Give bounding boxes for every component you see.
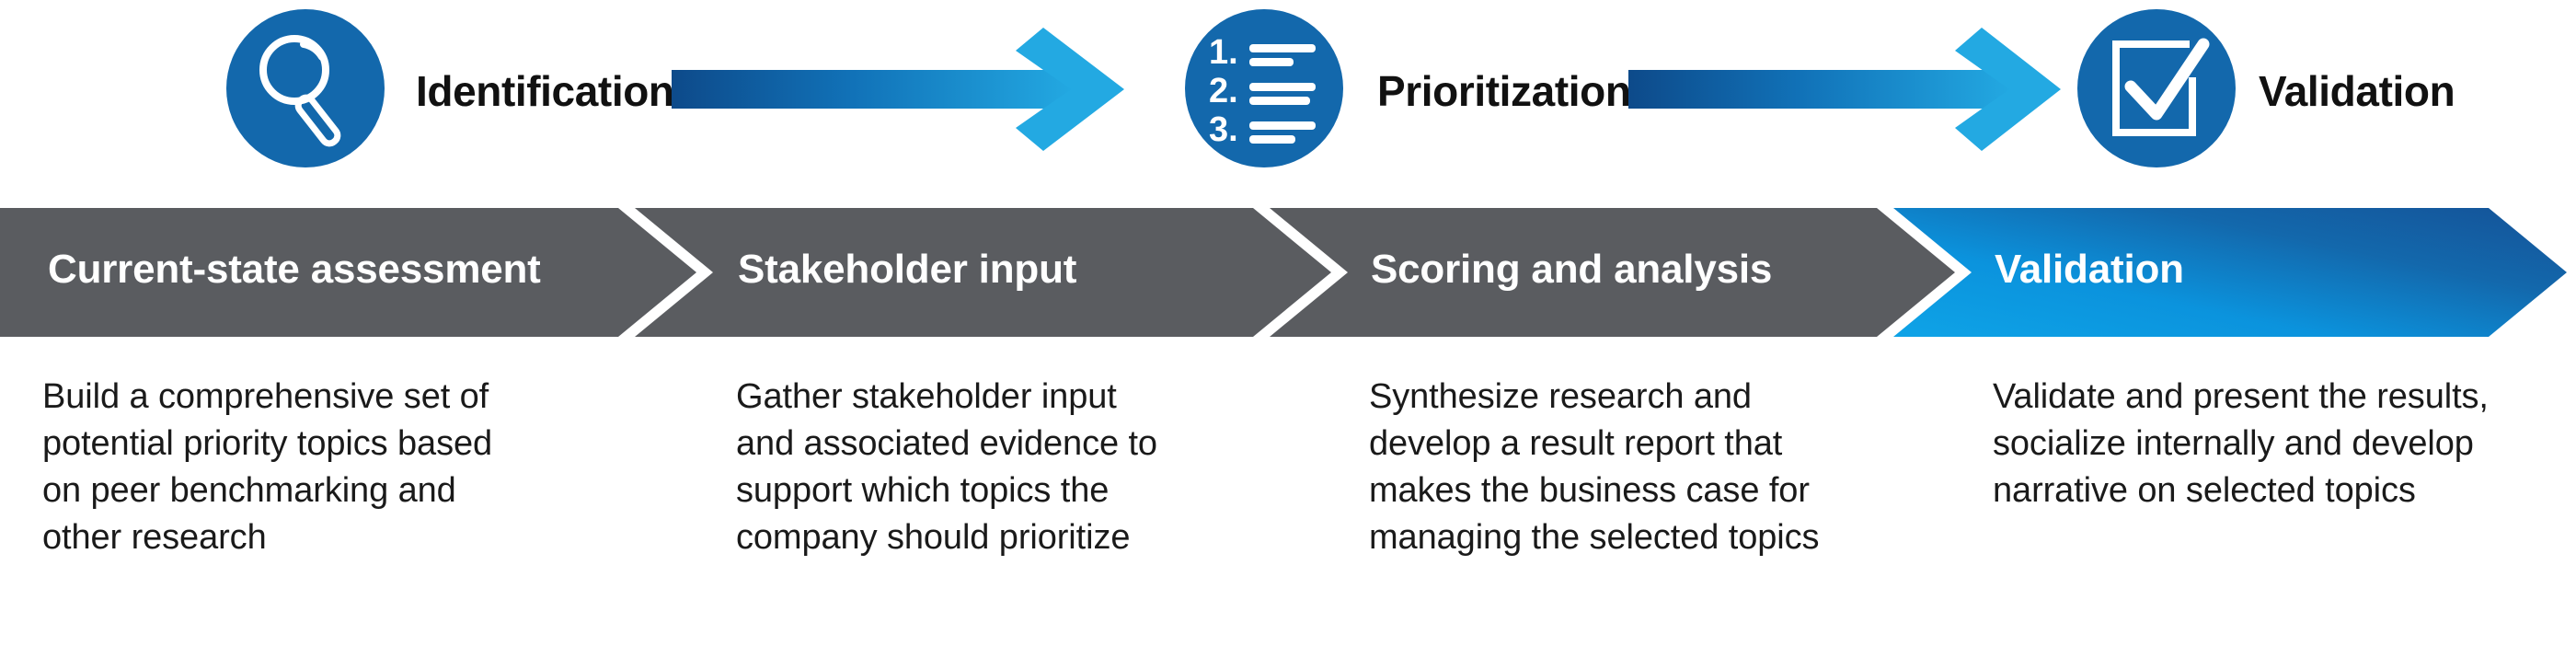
description-column-4: Validate and present the results, social… bbox=[1993, 374, 2576, 514]
description-line: Synthesize research and bbox=[1369, 377, 1752, 416]
description-column-1: Build a comprehensive set of potential p… bbox=[42, 374, 640, 561]
banner-label-2: Stakeholder input bbox=[738, 247, 1077, 292]
banner-shape-3 bbox=[1270, 208, 1955, 337]
banner-shape-4 bbox=[1893, 208, 2567, 337]
checkbox-check-icon bbox=[2077, 9, 2236, 167]
description-line: managing the selected topics bbox=[1369, 518, 1820, 557]
description-line: narrative on selected topics bbox=[1993, 471, 2416, 510]
banner-shape-2 bbox=[635, 208, 1331, 337]
description-line: on peer benchmarking and bbox=[42, 471, 456, 510]
stage-label-identification: Identification bbox=[416, 67, 674, 115]
stage-label-prioritization: Prioritization bbox=[1377, 67, 1631, 115]
description-column-3: Synthesize research and develop a result… bbox=[1369, 374, 1967, 561]
description-line: develop a result report that bbox=[1369, 424, 1783, 463]
stage-label-validation: Validation bbox=[2259, 67, 2455, 115]
banner-label-3: Scoring and analysis bbox=[1371, 247, 1773, 292]
stage-node-validation[interactable] bbox=[2077, 9, 2236, 167]
description-line: Gather stakeholder input bbox=[736, 377, 1117, 416]
description-line: support which topics the bbox=[736, 471, 1110, 510]
svg-text:1.: 1. bbox=[1209, 33, 1238, 72]
arrow-identification-to-prioritization bbox=[672, 7, 1132, 169]
description-line: socialize internally and develop bbox=[1993, 424, 2474, 463]
description-line: company should prioritize bbox=[736, 518, 1131, 557]
description-line: other research bbox=[42, 518, 267, 557]
description-line: makes the business case for bbox=[1369, 471, 1810, 510]
banner-shape-1 bbox=[0, 208, 696, 337]
numbered-list-icon: 1. 2. 3. bbox=[1185, 9, 1343, 167]
svg-text:3.: 3. bbox=[1209, 110, 1238, 149]
magnifier-icon bbox=[226, 9, 385, 167]
banner-label-4: Validation bbox=[1995, 247, 2184, 292]
description-column-2: Gather stakeholder input and associated … bbox=[736, 374, 1325, 561]
stage-node-prioritization[interactable]: 1. 2. 3. bbox=[1185, 9, 1343, 167]
process-stage-row: Identification 1. bbox=[0, 0, 2576, 184]
stage-node-identification[interactable] bbox=[226, 9, 385, 167]
chevron-banner: Current-state assessment Stakeholder inp… bbox=[0, 208, 2576, 337]
arrow-prioritization-to-validation bbox=[1628, 7, 2068, 169]
svg-text:2.: 2. bbox=[1209, 72, 1238, 110]
description-line: and associated evidence to bbox=[736, 424, 1157, 463]
description-line: Validate and present the results, bbox=[1993, 377, 2489, 416]
banner-label-1: Current-state assessment bbox=[48, 247, 541, 292]
description-line: Build a comprehensive set of bbox=[42, 377, 489, 416]
description-line: potential priority topics based bbox=[42, 424, 493, 463]
